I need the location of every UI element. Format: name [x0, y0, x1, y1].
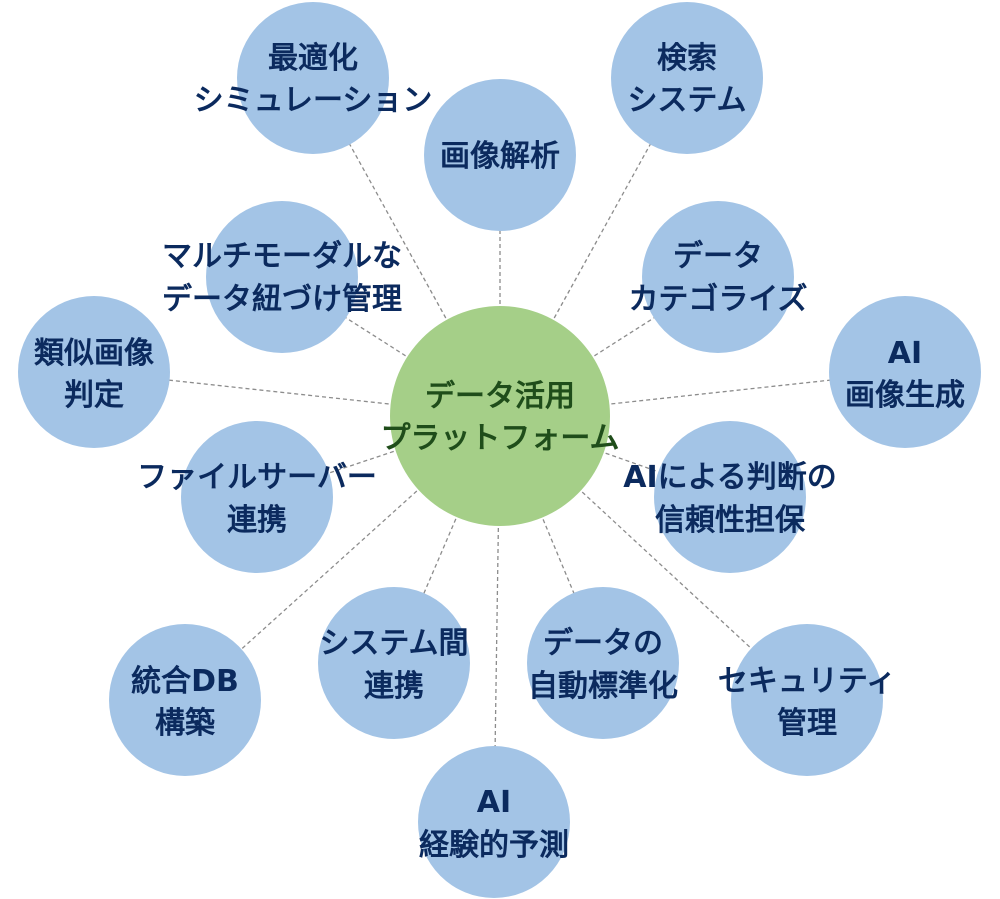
node-label-line-1: ファイルサーバー [137, 460, 377, 495]
node-circle [109, 624, 261, 776]
node-label-line-1: 画像解析 [440, 139, 560, 174]
node-label-line-2: データ紐づけ管理 [162, 282, 402, 317]
center-label-line-2: プラットフォーム [380, 421, 619, 456]
node-circle [18, 296, 170, 448]
node-integrated-db: 統合DB 構築 [109, 624, 261, 776]
node-ai-image-generation: AI 画像生成 [829, 296, 981, 448]
node-circle [181, 421, 333, 573]
node-circle [206, 201, 358, 353]
satellite-nodes: 最適化シミュレーション画像解析検索システムマルチモーダルなデータ紐づけ管理データ… [18, 2, 981, 898]
center-label-line-1: データ活用 [425, 379, 575, 414]
node-image-analysis: 画像解析 [424, 79, 576, 231]
node-circle [642, 201, 794, 353]
center-circle [390, 306, 610, 526]
node-label-line-2: 判定 [64, 378, 124, 413]
node-label-line-2: 自動標準化 [528, 669, 678, 704]
connector-similar-image-judgment [93, 371, 501, 417]
node-label-line-2: 管理 [777, 706, 837, 741]
node-label-line-2: 画像生成 [845, 378, 965, 413]
node-label-line-1: 類似画像 [34, 336, 154, 371]
node-label-line-1: 統合DB [131, 664, 239, 699]
node-label-line-1: データ [673, 239, 763, 274]
node-label-line-2: 構築 [155, 706, 216, 741]
node-label-line-2: 連携 [364, 669, 424, 704]
node-label-line-1: データの [543, 626, 663, 661]
node-label-line-1: セキュリティ [718, 664, 896, 699]
node-circle [418, 746, 570, 898]
node-label-line-1: AI [888, 336, 922, 371]
node-circle [237, 2, 389, 154]
node-circle [424, 79, 576, 231]
node-label-line-2: システム [627, 83, 746, 118]
node-circle [829, 296, 981, 448]
node-label-line-1: AI [477, 785, 511, 820]
node-circle [611, 2, 763, 154]
node-label-line-1: 検索 [657, 41, 717, 76]
node-label-line-1: AIによる判断の [623, 460, 836, 495]
node-label-line-2: 信頼性担保 [655, 503, 806, 538]
node-label-line-1: 最適化 [268, 41, 358, 76]
node-label-line-1: システム間 [319, 626, 468, 661]
node-circle [731, 624, 883, 776]
node-label-line-2: シミュレーション [194, 83, 433, 118]
node-ai-empirical-prediction: AI 経験的予測 [418, 746, 570, 898]
node-label-line-2: 連携 [227, 503, 287, 538]
node-circle [654, 421, 806, 573]
node-label-line-2: カテゴライズ [628, 282, 807, 317]
node-label-line-1: マルチモーダルな [162, 239, 402, 274]
node-circle [527, 587, 679, 739]
node-label-line-2: 経験的予測 [419, 828, 569, 863]
center-node: データ活用 プラットフォーム [380, 306, 620, 526]
node-circle [318, 587, 470, 739]
